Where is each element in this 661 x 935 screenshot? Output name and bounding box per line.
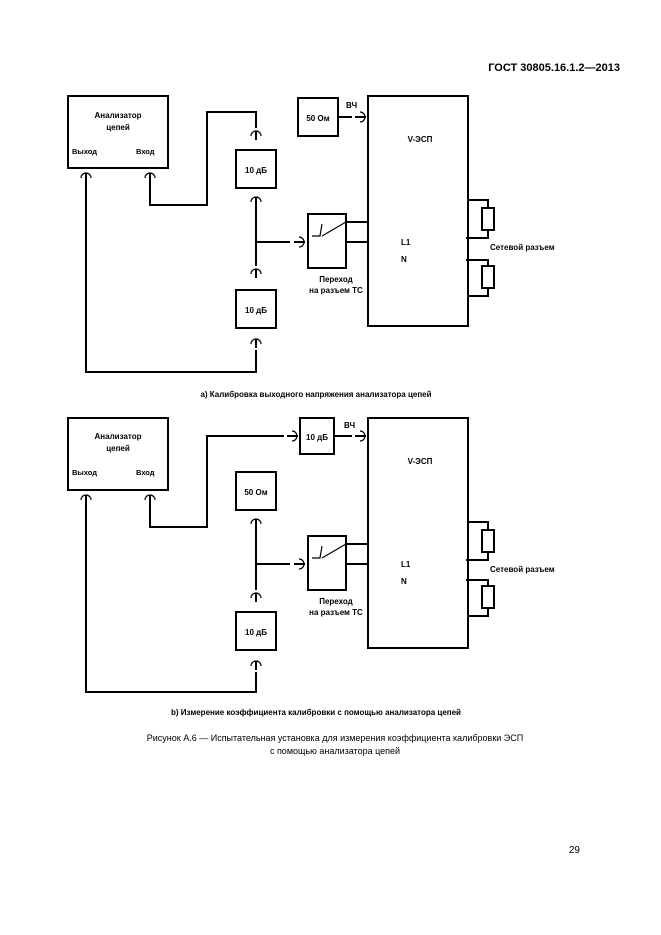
att-bottom-label-a: 10 дБ xyxy=(245,306,267,315)
network-analyzer-box-b xyxy=(67,417,169,491)
l1-label-a: L1 xyxy=(401,238,411,247)
input-wire-b xyxy=(149,435,284,528)
att-top-label-a: 10 дБ xyxy=(245,166,267,175)
diagram-a: Анализатор цепей Выход Вход 10 дБ 10 дБ xyxy=(67,95,555,399)
document-code: ГОСТ 30805.16.1.2—2013 xyxy=(488,62,620,74)
rf-label-a: ВЧ xyxy=(346,101,357,110)
att-rf-label-b: 10 дБ xyxy=(306,433,328,442)
output-label-b: Выход xyxy=(72,468,97,477)
figure-caption-line-1: Рисунок А.6 — Испытательная установка дл… xyxy=(146,733,524,743)
analyzer-label-b2: цепей xyxy=(106,444,130,453)
adapter-label-a1: Переход xyxy=(319,275,353,284)
input-label-b: Вход xyxy=(136,468,155,477)
output-label-a: Выход xyxy=(72,147,97,156)
adapter-label-b1: Переход xyxy=(319,597,353,606)
n-label-b: N xyxy=(401,577,407,586)
diagram-b: Анализатор цепей Выход Вход 10 дБ ВЧ 50 … xyxy=(67,417,555,717)
network-analyzer-box-a xyxy=(67,95,169,169)
analyzer-input-connector-a xyxy=(144,172,156,183)
caption-b: b) Измерение коэффициента калибровки с п… xyxy=(171,708,461,717)
output-loop-wire-a xyxy=(85,182,257,373)
eut-label-b: V-ЭСП xyxy=(408,457,433,466)
load-label-a: 50 Ом xyxy=(306,114,329,123)
analyzer-label-a1: Анализатор xyxy=(95,111,142,120)
adapter-box-a xyxy=(307,213,347,269)
rf-label-b: ВЧ xyxy=(344,421,355,430)
figure-caption: Рисунок А.6 — Испытательная установка дл… xyxy=(60,732,610,758)
caption-a: а) Калибровка выходного напряжения анали… xyxy=(200,390,431,399)
analyzer-label-b1: Анализатор xyxy=(95,432,142,441)
attenuator-bottom-a xyxy=(235,289,277,329)
mains-label-a: Сетевой разъем xyxy=(490,243,555,252)
v-amn-box-b xyxy=(367,417,469,649)
input-wire-a xyxy=(149,111,257,206)
att-bottom-label-b: 10 дБ xyxy=(245,628,267,637)
v-amn-box-a xyxy=(367,95,469,327)
analyzer-output-connector-a xyxy=(80,172,92,183)
load-label-b: 50 Ом xyxy=(244,488,267,497)
eut-label-a: V-ЭСП xyxy=(408,135,433,144)
l1-label-b: L1 xyxy=(401,560,411,569)
adapter-box-b xyxy=(307,535,347,591)
load-50-ohm-b xyxy=(235,471,277,511)
attenuator-top-a xyxy=(235,149,277,189)
mains-label-b: Сетевой разъем xyxy=(490,565,555,574)
figure-caption-line-2: с помощью анализатора цепей xyxy=(269,746,401,756)
input-label-a: Вход xyxy=(136,147,155,156)
page-number: 29 xyxy=(568,845,580,856)
attenuator-bottom-b xyxy=(235,611,277,651)
adapter-label-b2: на разъем ТС xyxy=(309,608,363,617)
output-loop-wire-b xyxy=(85,504,257,693)
analyzer-label-a2: цепей xyxy=(106,123,130,132)
adapter-label-a2: на разъем ТС xyxy=(309,286,363,295)
n-label-a: N xyxy=(401,255,407,264)
